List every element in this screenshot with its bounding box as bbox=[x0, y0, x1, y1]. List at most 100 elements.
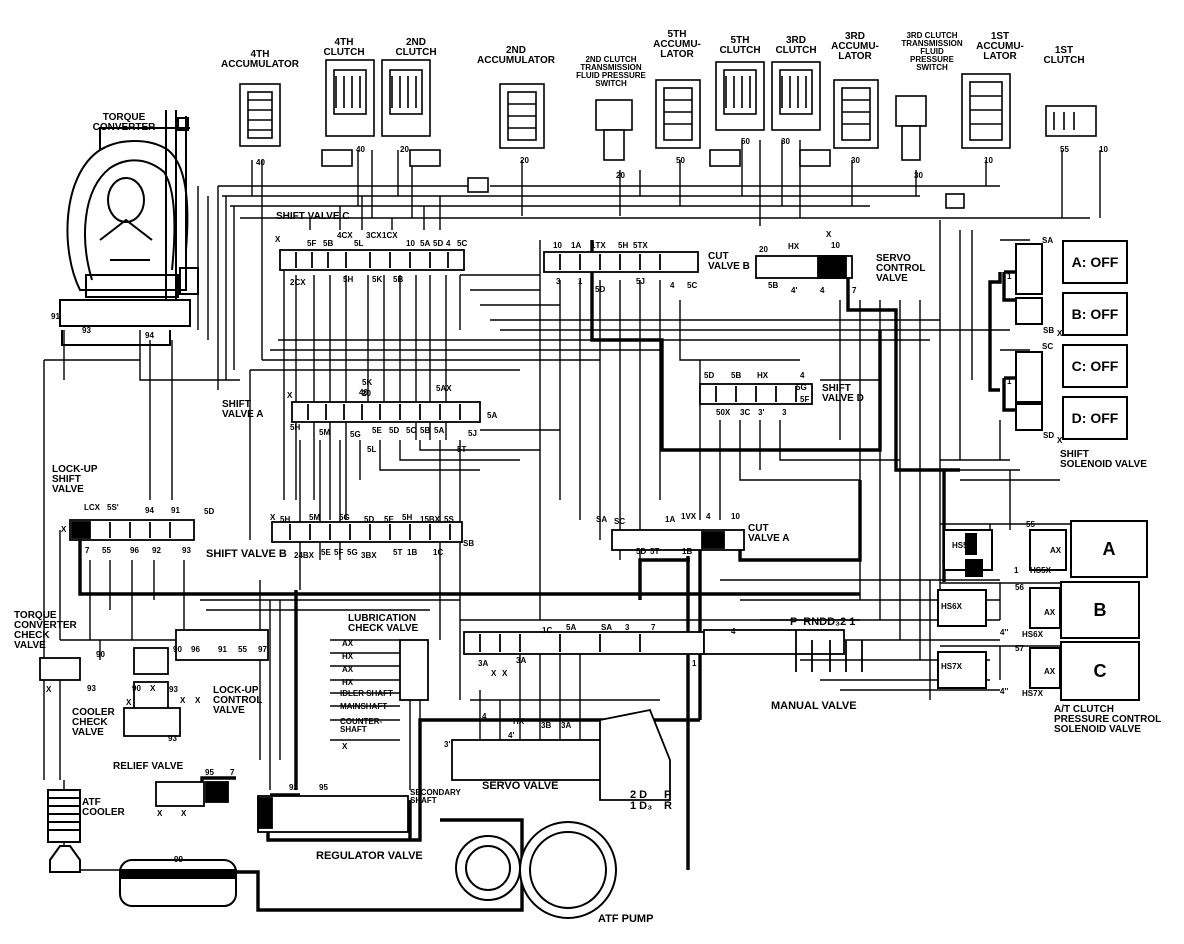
port-label: HS7X bbox=[1022, 689, 1043, 698]
shift-solenoid-d-status: D: OFF bbox=[1062, 396, 1128, 440]
port-label: 1A bbox=[571, 241, 582, 250]
port-label: 3' bbox=[758, 408, 765, 417]
2nd-accumulator-label: 2ND ACCUMULATOR bbox=[477, 45, 555, 66]
idler-shaft-label: IDLER SHAFT bbox=[340, 689, 393, 698]
park-reverse-markers: P R bbox=[664, 789, 672, 812]
port-label: AX bbox=[342, 639, 354, 648]
port-label: 1A bbox=[665, 515, 676, 524]
port-label: HX bbox=[788, 242, 800, 251]
port-label: 5T bbox=[650, 547, 660, 556]
port-label: X bbox=[180, 696, 186, 705]
port-label: 5T bbox=[457, 445, 467, 454]
atf-cooler-pump bbox=[47, 789, 617, 919]
port-label: X bbox=[270, 513, 276, 522]
port-label: SB bbox=[1043, 326, 1055, 335]
port-label: 40 bbox=[256, 158, 265, 167]
lock-up-control-valve-body bbox=[175, 629, 269, 661]
port-label: 55 bbox=[1026, 520, 1035, 529]
port-label: 4 bbox=[446, 239, 451, 248]
regulator-valve-body bbox=[257, 795, 409, 833]
port-label: 1B bbox=[407, 548, 418, 557]
port-label: 5A bbox=[420, 239, 431, 248]
port-label: 30 bbox=[914, 171, 923, 180]
port-label: 5T bbox=[393, 548, 403, 557]
port-label: 3CX bbox=[366, 231, 382, 240]
port-label: 94 bbox=[145, 331, 154, 340]
port-label: 90 bbox=[173, 645, 182, 654]
port-label: 93 bbox=[182, 546, 191, 555]
port-label: 3BX bbox=[361, 551, 377, 560]
port-label: 4CX bbox=[337, 231, 353, 240]
port-label: 50 bbox=[741, 137, 750, 146]
port-label: X bbox=[150, 684, 156, 693]
port-label: 4 bbox=[731, 627, 736, 636]
shift-valve-a-label: SHIFT VALVE A bbox=[222, 399, 264, 420]
port-label: X bbox=[502, 669, 508, 678]
port-label: HS7X bbox=[941, 662, 962, 671]
port-label: 90 bbox=[132, 684, 141, 693]
shift-solenoid-c-status: C: OFF bbox=[1062, 344, 1128, 388]
port-label: 96 bbox=[191, 645, 200, 654]
port-label: 5A bbox=[487, 411, 498, 420]
port-label: 5C bbox=[457, 239, 468, 248]
port-label: HX bbox=[757, 371, 769, 380]
port-label: 4' bbox=[791, 286, 798, 295]
port-label: 2CX bbox=[290, 278, 306, 287]
port-label: 92 bbox=[152, 546, 161, 555]
pressure-solenoid-a-block: A bbox=[1070, 520, 1148, 578]
port-label: AX bbox=[342, 665, 354, 674]
port-label: HS5X bbox=[1030, 566, 1051, 575]
port-label: 94 bbox=[145, 506, 154, 515]
servo-control-valve-label: SERVO CONTROL VALVE bbox=[876, 253, 926, 284]
port-label: 20 bbox=[362, 389, 371, 398]
port-label: 1B bbox=[682, 547, 693, 556]
port-label: 57 bbox=[1015, 644, 1024, 653]
port-label: SA bbox=[1042, 236, 1054, 245]
cut-valve-b-body bbox=[543, 251, 699, 273]
port-label: 5M bbox=[309, 513, 321, 522]
port-label: 3 bbox=[556, 277, 561, 286]
port-label: 5E bbox=[384, 515, 394, 524]
port-label: 5F bbox=[307, 239, 317, 248]
lock-up-shift-valve-label: LOCK-UP SHIFT VALVE bbox=[52, 464, 98, 495]
port-label: X bbox=[342, 742, 348, 751]
port-label: 4' bbox=[508, 731, 515, 740]
port-label: 7 bbox=[651, 623, 656, 632]
port-label: 20 bbox=[520, 156, 529, 165]
port-label: 5B bbox=[393, 275, 404, 284]
port-label: 1CX bbox=[382, 231, 398, 240]
relief-valve-label: RELIEF VALVE bbox=[113, 761, 184, 772]
port-label: 7 bbox=[230, 768, 235, 777]
port-label: X bbox=[181, 809, 187, 818]
port-label: 10 bbox=[984, 156, 993, 165]
regulator-valve-label: REGULATOR VALVE bbox=[316, 850, 423, 862]
at-clutch-pressure-control-solenoid-label: A/T CLUTCH PRESSURE CONTROL SOLENOID VAL… bbox=[1054, 704, 1162, 735]
2nd-clutch-pressure-switch-label: 2ND CLUTCH TRANSMISSION FLUID PRESSURE S… bbox=[576, 55, 646, 88]
port-label: 91 bbox=[51, 312, 60, 321]
shift-position-markers: P RNDD₃2 1 bbox=[790, 616, 856, 628]
port-label: 92 bbox=[289, 783, 298, 792]
port-label: 5B bbox=[768, 281, 779, 290]
port-label: 5H bbox=[618, 241, 629, 250]
port-label: 20 bbox=[616, 171, 625, 180]
port-label: 99 bbox=[174, 855, 183, 864]
port-label: 5A bbox=[566, 623, 577, 632]
port-label: 1VX bbox=[681, 512, 697, 521]
3rd-clutch-label: 3RD CLUTCH bbox=[775, 35, 817, 56]
port-label: SC bbox=[1042, 342, 1054, 351]
port-label: 5D bbox=[595, 285, 606, 294]
port-label: 93 bbox=[168, 734, 177, 743]
port-label: 5G bbox=[339, 513, 350, 522]
port-label: 5H bbox=[290, 423, 301, 432]
port-label: X bbox=[126, 698, 132, 707]
lock-up-shift-valve-body bbox=[69, 519, 195, 541]
shift-valve-b-label: SHIFT VALVE B bbox=[206, 548, 287, 560]
port-label: 10 bbox=[553, 241, 562, 250]
shift-valve-a-body bbox=[291, 401, 481, 423]
port-label: SB bbox=[463, 539, 475, 548]
port-label: 40 bbox=[359, 388, 368, 397]
relief-valve-body bbox=[155, 781, 205, 807]
port-label: X bbox=[275, 235, 281, 244]
port-label: 5AX bbox=[436, 384, 452, 393]
